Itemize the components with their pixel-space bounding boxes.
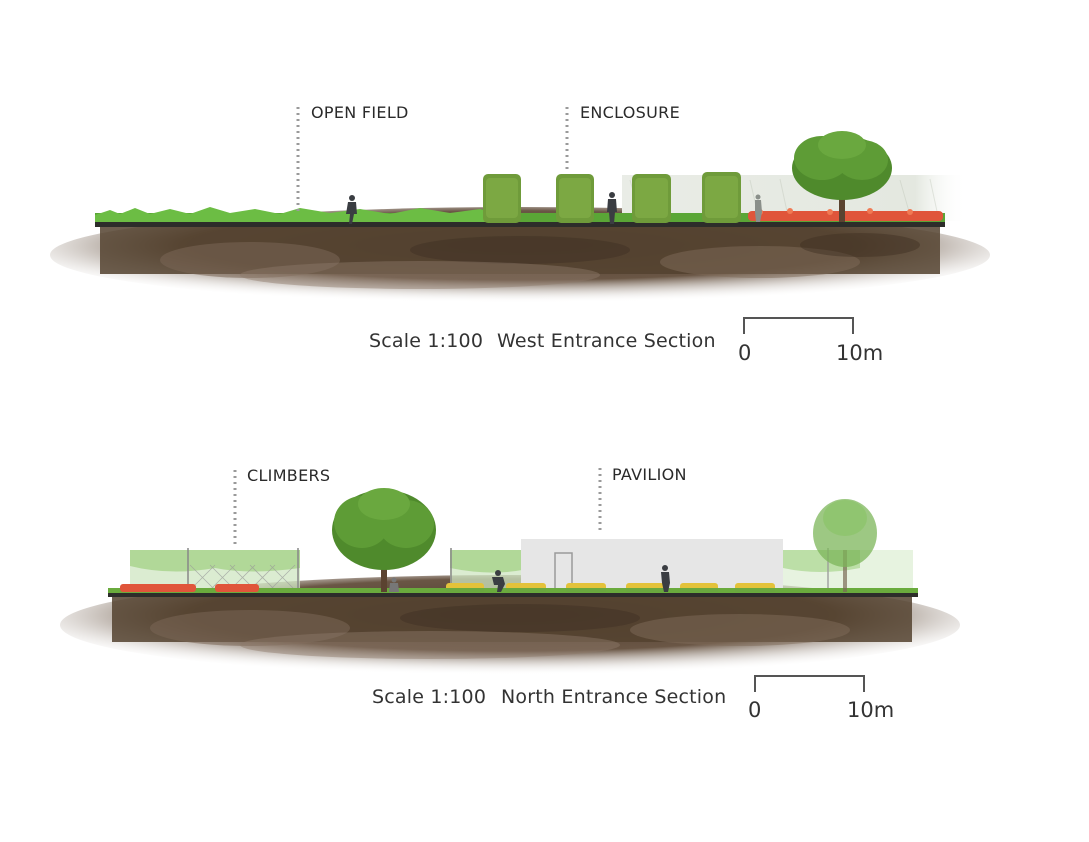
north-scale-text: Scale 1:100 (372, 686, 487, 708)
west-scale-start: 0 (738, 341, 752, 365)
yellow-flower-beds (446, 583, 775, 592)
west-scalebar (743, 317, 854, 334)
climber-fence-left (130, 548, 300, 592)
callout-climbers: CLIMBERS (247, 466, 331, 485)
tree (792, 131, 892, 222)
north-section-title: North Entrance Section (501, 686, 727, 708)
hedge-blocks (483, 172, 741, 223)
north-scale-end: 10m (847, 698, 895, 722)
callout-enclosure: ENCLOSURE (580, 103, 680, 122)
west-scale-end: 10m (836, 341, 884, 365)
soil-layer (60, 575, 960, 675)
pavilion (521, 539, 783, 592)
north-scalebar (754, 675, 865, 692)
west-section-title: West Entrance Section (497, 330, 716, 352)
red-flower-beds (120, 584, 259, 592)
west-entrance-section: OPEN FIELD ENCLOSURE Scale 1:100 West En… (0, 0, 1089, 400)
west-scale-text: Scale 1:100 (369, 330, 484, 352)
tree-right (813, 499, 877, 592)
north-section-drawing (60, 468, 960, 692)
soil-layer (50, 207, 990, 303)
west-section-drawing (50, 107, 990, 334)
people-silhouettes (346, 192, 762, 224)
people-silhouettes (389, 565, 670, 592)
callout-open-field: OPEN FIELD (311, 103, 409, 122)
north-entrance-section: CLIMBERS PAVILION Scale 1:100 North Entr… (0, 400, 1089, 800)
north-scale-start: 0 (748, 698, 762, 722)
callout-pavilion: PAVILION (612, 465, 687, 484)
tree-left (332, 488, 436, 592)
